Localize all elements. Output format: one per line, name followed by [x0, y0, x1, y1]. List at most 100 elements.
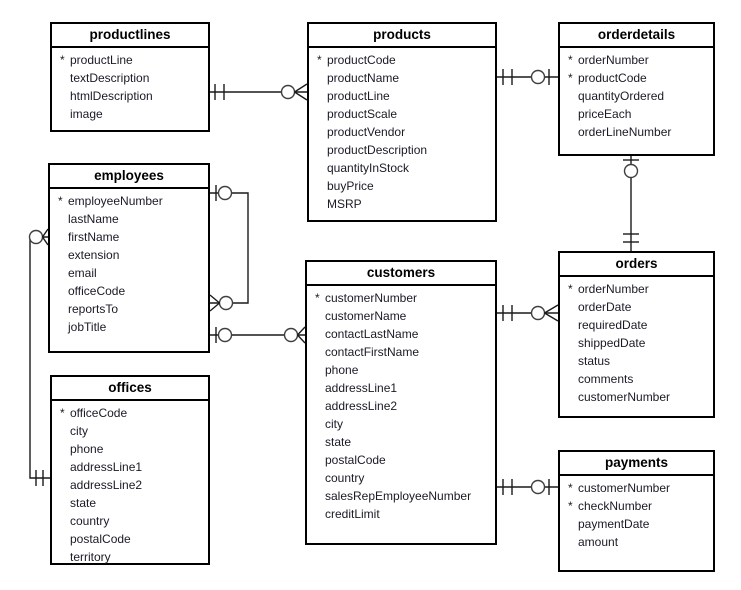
field-name: priceEach — [578, 107, 632, 121]
field-row-productScale: productScale — [309, 105, 495, 123]
field-row-quantityOrdered: quantityOrdered — [560, 87, 713, 105]
field-row-textDescription: textDescription — [52, 69, 208, 87]
field-row-city: city — [307, 415, 495, 433]
field-name: contactLastName — [325, 327, 419, 341]
key-marker — [317, 159, 327, 177]
field-row-addressLine2: addressLine2 — [52, 476, 208, 494]
key-marker — [568, 388, 578, 406]
connector-products-orderdetails — [497, 69, 558, 85]
field-row-state: state — [307, 433, 495, 451]
entity-orderdetails[interactable]: orderdetails *orderNumber * productCode qua… — [558, 22, 715, 156]
field-row-buyPrice: buyPrice — [309, 177, 495, 195]
field-name: image — [70, 107, 103, 121]
field-row-phone: phone — [307, 361, 495, 379]
key-marker: * — [315, 291, 320, 305]
field-name: city — [325, 417, 343, 431]
field-name: employeeNumber — [68, 194, 163, 208]
connector-employees-selfloop — [209, 185, 249, 312]
field-row-orderDate: orderDate — [560, 298, 713, 316]
key-marker: * — [568, 71, 573, 85]
field-name: customerNumber — [325, 291, 418, 305]
key-marker: * — [60, 53, 65, 67]
field-row-customerNumber: * customerNumber — [307, 289, 495, 307]
field-row-lastName: lastName — [50, 210, 208, 228]
field-name: requiredDate — [578, 318, 648, 332]
field-name: postalCode — [70, 532, 131, 546]
field-name: country — [70, 514, 110, 528]
key-marker: * — [568, 481, 573, 495]
key-marker — [60, 530, 70, 548]
field-name: productCode — [578, 71, 647, 85]
field-row-amount: amount — [560, 533, 713, 551]
field-name: contactFirstName — [325, 345, 420, 359]
field-name: paymentDate — [578, 517, 650, 531]
key-marker — [317, 87, 327, 105]
field-row-city: city — [52, 422, 208, 440]
key-marker — [60, 476, 70, 494]
field-name: officeCode — [68, 284, 126, 298]
field-row-productCode: * productCode — [560, 69, 713, 87]
key-marker — [568, 123, 578, 141]
field-name: orderLineNumber — [578, 125, 672, 139]
key-marker — [568, 352, 578, 370]
key-marker — [315, 343, 325, 361]
field-row-employeeNumber: * employeeNumber — [50, 192, 208, 210]
entity-fields-customers: * customerNumber customerName contactLastNa… — [307, 286, 495, 523]
key-marker — [58, 282, 68, 300]
key-marker — [315, 307, 325, 325]
key-marker — [60, 69, 70, 87]
key-marker — [58, 300, 68, 318]
entity-title-orderdetails: orderdetails — [560, 24, 713, 48]
field-name: postalCode — [325, 453, 386, 467]
field-row-country: country — [52, 512, 208, 530]
field-row-email: email — [50, 264, 208, 282]
field-name: city — [70, 424, 88, 438]
field-row-salesRepEmployeeNumber: salesRepEmployeeNumber — [307, 487, 495, 505]
key-marker — [60, 494, 70, 512]
key-marker — [60, 87, 70, 105]
key-marker — [315, 433, 325, 451]
connector-orderdetails-orders — [623, 156, 639, 251]
field-name: state — [70, 496, 97, 510]
field-row-officeCode: *officeCode — [52, 404, 208, 422]
connector-offices-employees — [28, 228, 50, 486]
field-row-contactFirstName: contactFirstName — [307, 343, 495, 361]
key-marker: * — [58, 194, 63, 208]
connector-employees-customers — [210, 326, 306, 344]
entity-title-employees: employees — [50, 165, 208, 189]
field-name: quantityOrdered — [578, 89, 665, 103]
field-name: quantityInStock — [327, 161, 410, 175]
field-row-postalCode: postalCode — [307, 451, 495, 469]
field-name: country — [325, 471, 365, 485]
field-row-orderNumber: *orderNumber — [560, 51, 713, 69]
key-marker — [568, 87, 578, 105]
field-name: salesRepEmployeeNumber — [325, 489, 472, 503]
field-name: buyPrice — [327, 179, 374, 193]
key-marker — [317, 141, 327, 159]
key-marker — [568, 515, 578, 533]
field-name: comments — [578, 372, 634, 386]
field-name: addressLine1 — [325, 381, 398, 395]
field-row-htmlDescription: htmlDescription — [52, 87, 208, 105]
key-marker — [568, 334, 578, 352]
key-marker — [568, 298, 578, 316]
field-row-productDescription: productDescription — [309, 141, 495, 159]
entity-title-payments: payments — [560, 452, 713, 476]
field-row-country: country — [307, 469, 495, 487]
field-name: checkNumber — [578, 499, 653, 513]
field-row-addressLine1: addressLine1 — [307, 379, 495, 397]
field-row-comments: comments — [560, 370, 713, 388]
field-name: customerName — [325, 309, 407, 323]
